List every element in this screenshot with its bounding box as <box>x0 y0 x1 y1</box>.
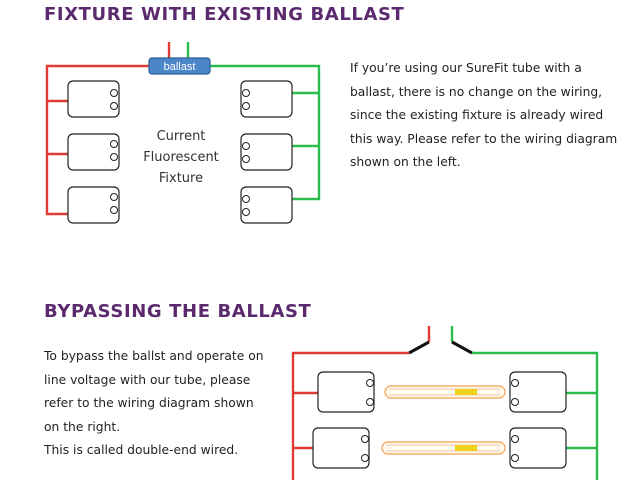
led-tube-2 <box>381 441 506 455</box>
bypass-description-line: To bypass the ballst and operate on <box>44 349 264 363</box>
bypass-description-line: on the right. <box>44 419 121 434</box>
bypass-description: To bypass the ballst and operate on line… <box>44 345 274 463</box>
fixture-label-line-2: Fluorescent <box>143 150 219 165</box>
lamp-socket-right-3 <box>240 186 293 224</box>
bypass-description-line: refer to the wiring diagram shown <box>44 396 254 410</box>
hot-terminal <box>408 340 430 355</box>
neutral-wire <box>472 351 599 480</box>
ballast-label: ballast <box>164 61 196 73</box>
bypass-wiring-diagram <box>291 326 599 480</box>
fixture-label-line-3: Fixture <box>159 171 203 186</box>
bypass-description-line: line voltage with our tube, please <box>44 372 251 387</box>
hot-wire <box>291 351 409 480</box>
lamp-socket-left-1 <box>67 80 120 118</box>
lamp-socket-left-2 <box>312 427 370 469</box>
lamp-socket-right-2 <box>240 133 293 171</box>
lamp-socket-left-1 <box>317 371 375 413</box>
lamp-socket-right-1 <box>240 80 293 118</box>
fixture-label-line-1: Current <box>157 129 206 144</box>
lamp-socket-right-2 <box>509 427 567 469</box>
ballast-wiring-diagram: ballast Current Fluorescent Fixture <box>45 42 321 224</box>
lamp-socket-left-2 <box>67 133 120 171</box>
bypass-description-line: This is called double-end wired. <box>44 443 239 457</box>
ballast-box: ballast <box>148 57 211 75</box>
neutral-terminal <box>451 340 473 355</box>
fixture-description: If you’re using our SureFit tube with a … <box>350 61 618 169</box>
lamp-socket-left-3 <box>67 186 120 224</box>
led-tube-1 <box>384 385 506 399</box>
bypass-section-title: BYPASSING THE BALLAST <box>44 301 312 322</box>
fixture-section-title: FIXTURE WITH EXISTING BALLAST <box>44 4 405 25</box>
lamp-socket-right-1 <box>509 371 567 413</box>
